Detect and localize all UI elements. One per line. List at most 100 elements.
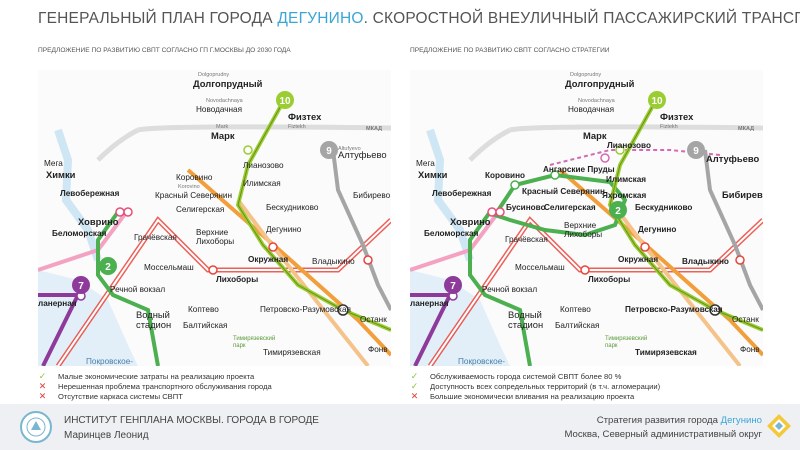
label-mkad: МКАД (738, 126, 754, 132)
line-10-badge-label: 10 (651, 96, 663, 107)
label-yakhromskaya: Яхромская (602, 191, 646, 200)
station-okruzhnaya[interactable] (268, 242, 278, 252)
label-vladykino: Владыкино (312, 257, 355, 266)
label-mark-small: Mark (216, 124, 228, 130)
label-vladykino: Владыкино (682, 257, 729, 266)
left-map-svg: 10 9 2 7 Dolgoprudny Долгопрудный Novoda… (38, 72, 391, 366)
label-mega: Мега (44, 159, 63, 168)
label-likhobory: Лихоборы (588, 274, 630, 284)
right-subtitle: ПРЕДЛОЖЕНИЕ ПО РАЗВИТИЮ СВПТ СОГЛАСНО СТ… (410, 47, 610, 54)
footer: ИНСТИТУТ ГЕНПЛАНА МОСКВЫ. ГОРОДА В ГОРОД… (0, 404, 800, 450)
label-mark: Марк (583, 130, 607, 141)
list-item: ✓ Обслуживаемость города системой СВПТ бо… (410, 371, 660, 382)
label-rechnoy-vokzal: Речной вокзал (482, 285, 537, 294)
line-7-badge (444, 276, 462, 294)
list-item: ✓Доступность всех сопредельных территори… (410, 381, 660, 392)
label-mosselmash: Моссельмаш (144, 263, 194, 272)
label-seligerskaya: Селигерская (544, 203, 596, 212)
label-mark: Марк (211, 130, 235, 141)
label-koptevo: Коптево (188, 305, 219, 314)
label-planernaya: ланерная (410, 299, 449, 308)
label-beskudnikovo: Бескудниково (266, 203, 319, 212)
station-okruzhnaya[interactable] (640, 242, 650, 252)
label-fiztekh: Физтех (288, 111, 322, 122)
label-krasny-severyanin: Красный Северянин (522, 187, 605, 196)
line-2 (96, 210, 160, 366)
line-9-badge-label: 9 (693, 146, 699, 157)
footer-accent: Дегунино (720, 415, 762, 426)
right-map[interactable]: 10 9 2 7 Dolgoprudny Долгопрудный Novoda… (410, 70, 763, 366)
label-fonv: Фонв (368, 345, 388, 354)
label-petrovsko: Петровско-Разумовская (625, 305, 723, 314)
label-korovino: Коровино (485, 171, 525, 180)
label-baltiyskaya: Балтийская (555, 321, 599, 330)
label-bibirevo: Бибирево (722, 189, 763, 200)
left-subtitle: ПРЕДЛОЖЕНИЕ ПО РАЗВИТИЮ СВПТ СОГЛАСНО ГП… (38, 47, 291, 54)
station-severyanin[interactable] (550, 170, 560, 180)
label-fiztekh-small: Fiztekh (288, 124, 306, 130)
left-bullets: ✓Малые экономические затраты на реализац… (38, 371, 272, 402)
label-krasny-severyanin: Красный Северянин (155, 191, 232, 200)
station-mark[interactable] (615, 145, 625, 155)
label-khimki: Химки (418, 169, 448, 180)
list-item: ✕Большие экономически вливания на реализ… (410, 391, 660, 402)
station-khovrino[interactable] (487, 207, 497, 217)
bullet-text: Малые экономические затраты на реализаци… (58, 372, 255, 382)
label-altufyevo-small: Altufyevo (338, 146, 361, 152)
label-ostankino: Останк (732, 315, 759, 324)
d-line-orange (558, 168, 763, 357)
station-petrovsko[interactable] (709, 304, 721, 316)
cross-icon: ✕ (38, 381, 47, 392)
station-petrovsko[interactable] (337, 304, 349, 316)
label-dolgoprudny-small: Dolgoprudny (570, 72, 601, 78)
station-khovrino[interactable] (115, 207, 125, 217)
line-9-badge (687, 141, 705, 159)
station-likhobory[interactable] (208, 265, 218, 275)
station-vladykino[interactable] (735, 255, 745, 265)
list-item: ✕Нерешенная проблема транспортного обслу… (38, 381, 272, 392)
label-khovrino: Ховрино (450, 216, 491, 227)
station-mark[interactable] (243, 145, 253, 155)
line-2-badge-label: 2 (105, 262, 111, 273)
line-10-badge (276, 91, 294, 109)
label-pokrovskoe: Покровское- (458, 357, 505, 366)
check-icon: ✓ (410, 371, 419, 382)
station-lianozovo[interactable] (600, 153, 610, 163)
label-novodachnaya: Новодачная (568, 105, 614, 114)
label-altufyevo: Алтуфьево (706, 153, 759, 164)
label-mkad: МКАД (366, 126, 382, 132)
page-title: ГЕНЕРАЛЬНЫЙ ПЛАН ГОРОДА ДЕГУНИНО. СКОРОС… (38, 10, 800, 27)
list-item: ✕Отсутствие каркаса системы СВПТ (38, 391, 272, 402)
station-vladykino[interactable] (363, 255, 373, 265)
bullet-text: Обслуживаемость города системой СВПТ бол… (430, 372, 622, 382)
label-degunino: Дегунино (638, 225, 676, 234)
line-7-badge-label: 7 (78, 281, 84, 292)
station-khovrino-2[interactable] (123, 207, 133, 217)
station-khovrino-2[interactable] (495, 207, 505, 217)
check-icon: ✓ (410, 381, 419, 392)
label-timiryazevskaya: Тимирязевская (635, 348, 697, 357)
left-map[interactable]: 10 9 2 7 Dolgoprudny Долгопрудный Novoda… (38, 70, 391, 366)
label-ilimskaya: Илимская (243, 179, 281, 188)
label-angarskie-prudy: Ангарские Пруды (543, 165, 615, 174)
label-rechnoy-vokzal: Речной вокзал (110, 285, 165, 294)
label-okruzhnaya: Окружная (618, 255, 658, 264)
station-korovino[interactable] (510, 180, 520, 190)
line-2-badge-label: 2 (615, 206, 621, 217)
station-likhobory[interactable] (580, 265, 590, 275)
line-7-badge-label: 7 (450, 281, 456, 292)
line-9 (703, 149, 763, 311)
mcc-line-inner (57, 218, 391, 366)
label-levoberezhnaya: Левобережная (432, 188, 492, 198)
label-belomorskaya: Беломорская (424, 229, 479, 238)
title-accent: ДЕГУНИНО (277, 10, 364, 27)
d-line-orange (186, 168, 391, 357)
label-timiryazevskaya: Тимирязевская (263, 348, 321, 357)
mkad-road-2 (96, 127, 140, 162)
label-mosselmash: Моссельмаш (515, 263, 565, 272)
line-2-badge (99, 257, 117, 275)
line-9-badge-label: 9 (326, 146, 332, 157)
label-dolgoprudny-small: Dolgoprudny (198, 72, 229, 78)
